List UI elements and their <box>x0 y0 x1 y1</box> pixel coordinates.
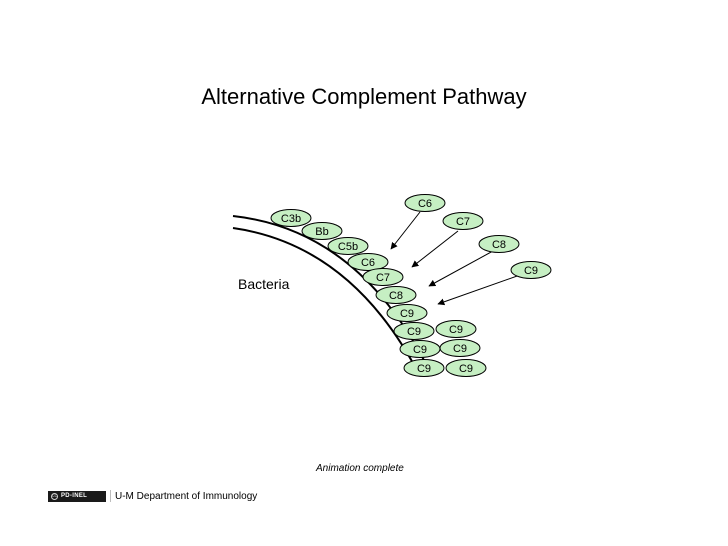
protein-ellipse <box>445 359 487 377</box>
protein-ellipse <box>347 253 389 271</box>
protein-c9-e: C9 <box>439 339 481 357</box>
protein-label: C9 <box>524 265 538 277</box>
protein-ellipse <box>478 235 520 253</box>
protein-label: C9 <box>453 343 467 355</box>
protein-c9-d: C9 <box>399 340 441 358</box>
protein-ellipse <box>362 268 404 286</box>
protein-ellipse <box>393 322 435 340</box>
arrow-c9 <box>437 274 521 306</box>
protein-c9-free: C9 <box>510 261 552 279</box>
footer-divider <box>110 490 111 502</box>
logo-text: PD-INEL <box>61 493 88 499</box>
protein-ellipse <box>510 261 552 279</box>
protein-c5b: C5b <box>327 237 369 255</box>
protein-c6-bound: C6 <box>347 253 389 271</box>
protein-c9-g: C9 <box>445 359 487 377</box>
slide-title-text: Alternative Complement Pathway <box>201 84 527 109</box>
protein-c8-free: C8 <box>478 235 520 253</box>
protein-label: C7 <box>376 272 390 284</box>
protein-c3b: C3b <box>270 209 312 227</box>
protein-label: C9 <box>413 344 427 356</box>
protein-label: C8 <box>492 239 506 251</box>
protein-ellipse <box>386 304 428 322</box>
protein-c9-f: C9 <box>403 359 445 377</box>
protein-c9-a: C9 <box>386 304 428 322</box>
protein-c8-bound: C8 <box>375 286 417 304</box>
protein-label: C5b <box>338 241 358 253</box>
arrow-c7 <box>411 230 459 268</box>
protein-c6-free: C6 <box>404 194 446 212</box>
protein-label: C9 <box>459 363 473 375</box>
protein-label: C9 <box>417 363 431 375</box>
pd-inel-logo: cc PD-INEL <box>48 490 106 502</box>
membrane-inner-arc <box>232 227 421 377</box>
protein-ellipse <box>327 237 369 255</box>
protein-bb: Bb <box>301 222 343 240</box>
arrows-group <box>390 211 521 306</box>
arrow-c6 <box>390 211 421 250</box>
protein-label: C3b <box>281 213 301 225</box>
footer: cc PD-INEL U-M Department of Immunology <box>48 490 257 502</box>
animation-status: Animation complete <box>316 463 404 474</box>
protein-c7-free: C7 <box>442 212 484 230</box>
protein-ellipse <box>403 359 445 377</box>
bacteria-label: Bacteria <box>238 276 290 292</box>
protein-ellipse <box>442 212 484 230</box>
protein-label: C8 <box>389 290 403 302</box>
protein-c7-bound: C7 <box>362 268 404 286</box>
protein-label: C7 <box>456 216 470 228</box>
protein-label: C9 <box>407 326 421 338</box>
protein-ellipse <box>404 194 446 212</box>
arrow-c8 <box>428 250 494 287</box>
cc-icon: cc <box>51 492 58 500</box>
protein-ellipse <box>270 209 312 227</box>
protein-label: C9 <box>400 308 414 320</box>
protein-label: C9 <box>449 324 463 336</box>
protein-label: C6 <box>418 198 432 210</box>
protein-label: C6 <box>361 257 375 269</box>
protein-ellipse <box>439 339 481 357</box>
protein-c9-b: C9 <box>393 322 435 340</box>
protein-c9-c: C9 <box>435 320 477 338</box>
protein-ellipse <box>375 286 417 304</box>
protein-ellipse <box>301 222 343 240</box>
protein-ellipse <box>435 320 477 338</box>
footer-credit: U-M Department of Immunology <box>115 490 258 502</box>
slide-title: Alternative Complement Pathway <box>0 84 728 110</box>
protein-label: Bb <box>315 226 328 238</box>
